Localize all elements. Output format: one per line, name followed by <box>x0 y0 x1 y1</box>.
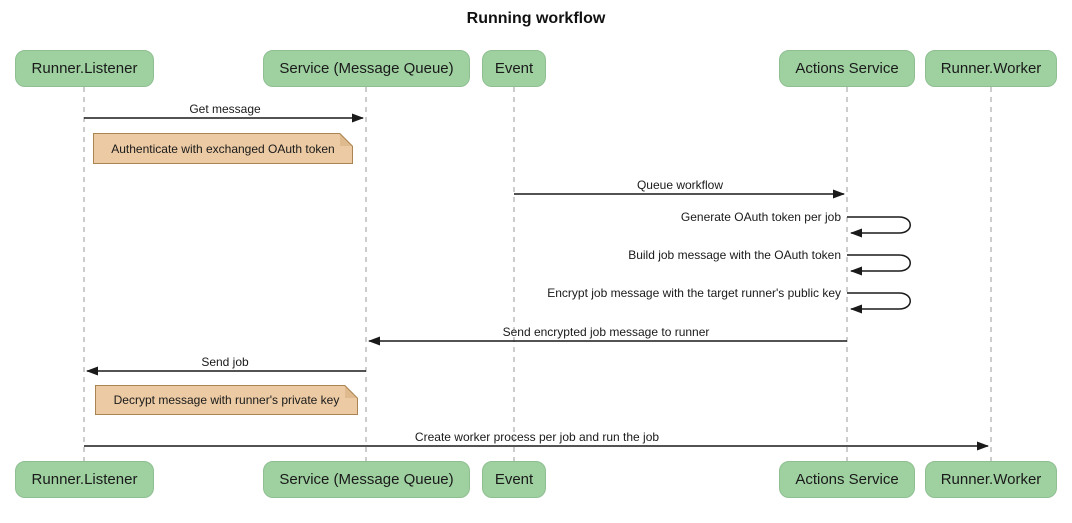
lifelines <box>83 87 992 461</box>
participant-event-top: Event <box>482 50 546 87</box>
diagram-title: Running workflow <box>466 10 606 27</box>
message-label-generate-oauth-token: Generate OAuth token per job <box>680 210 841 224</box>
participant-label: Runner.Listener <box>31 60 138 77</box>
participant-label: Service (Message Queue) <box>279 471 454 488</box>
participant-label: Actions Service <box>795 471 899 488</box>
participant-label: Runner.Worker <box>940 60 1042 77</box>
participant-label: Event <box>494 60 534 77</box>
message-arrows <box>84 113 989 451</box>
message-label-send-encrypted-job-message: Send encrypted job message to runner <box>502 325 710 339</box>
message-label-send-job: Send job <box>201 355 249 369</box>
note-decrypt-private-key: Decrypt message with runner's private ke… <box>95 385 358 415</box>
selfloop-encrypt-job-message <box>847 292 911 314</box>
participant-label: Event <box>494 471 534 488</box>
participant-runner-worker-top: Runner.Worker <box>925 50 1057 87</box>
message-label-get-message: Get message <box>189 102 261 116</box>
participant-event-bottom: Event <box>482 461 546 498</box>
participant-label: Runner.Worker <box>940 471 1042 488</box>
message-label-create-worker-process: Create worker process per job and run th… <box>414 430 660 444</box>
message-label-queue-workflow: Queue workflow <box>636 178 724 192</box>
participant-label: Runner.Listener <box>31 471 138 488</box>
message-label-build-job-message: Build job message with the OAuth token <box>628 248 841 262</box>
participant-service-message-queue-top: Service (Message Queue) <box>263 50 470 87</box>
participant-runner-listener-bottom: Runner.Listener <box>15 461 154 498</box>
participant-actions-service-bottom: Actions Service <box>779 461 915 498</box>
note-fold-icon <box>345 385 358 398</box>
participant-label: Actions Service <box>795 60 899 77</box>
note-authenticate-oauth: Authenticate with exchanged OAuth token <box>93 133 353 164</box>
participant-runner-worker-bottom: Runner.Worker <box>925 461 1057 498</box>
message-label-encrypt-job-message: Encrypt job message with the target runn… <box>547 286 841 300</box>
participant-service-message-queue-bottom: Service (Message Queue) <box>263 461 470 498</box>
participant-runner-listener-top: Runner.Listener <box>15 50 154 87</box>
note-text: Decrypt message with runner's private ke… <box>113 393 340 407</box>
participant-actions-service-top: Actions Service <box>779 50 915 87</box>
selfloop-generate-oauth-token <box>847 216 911 238</box>
note-text: Authenticate with exchanged OAuth token <box>111 141 335 156</box>
note-fold-icon <box>340 133 353 146</box>
selfloop-build-job-message <box>847 254 911 276</box>
participant-label: Service (Message Queue) <box>279 60 454 77</box>
